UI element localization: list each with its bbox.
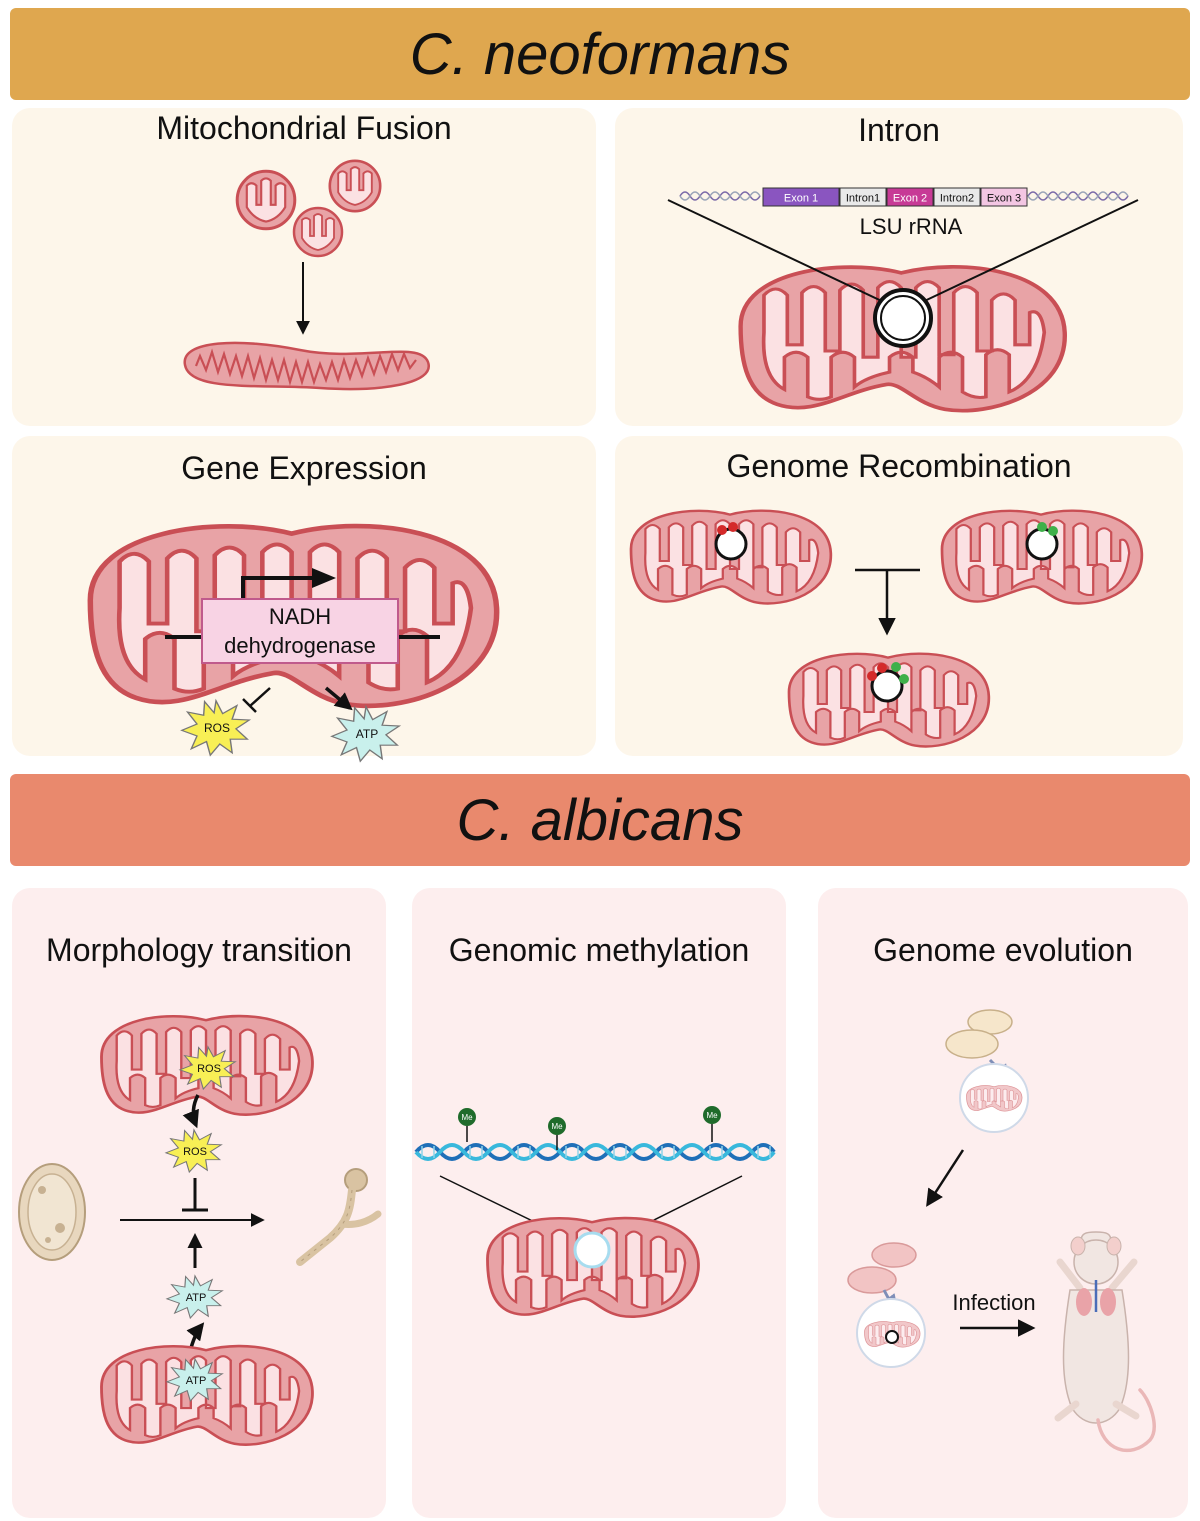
intron-illustration: Exon 1 Intron1 Exon 2 Intron2 Exon 3 LSU… [667, 187, 1139, 411]
nadh-dehydrogenase-box [201, 598, 399, 664]
methyl-tag-3: Me [703, 1106, 721, 1142]
svg-text:ROS: ROS [183, 1146, 207, 1158]
hyphal-cell-icon [296, 1168, 382, 1266]
panel-title: Gene Expression [181, 450, 427, 486]
green-marker [1037, 522, 1047, 532]
panel-title: Genome evolution [873, 932, 1133, 968]
activation-arrow [324, 686, 353, 711]
ros-release-arrow [182, 1094, 200, 1129]
intron-2-segment: Intron2 [933, 187, 981, 207]
banner-title: C. albicans [456, 787, 744, 853]
panel-genomic-methylation: Genomic methylation [412, 888, 786, 1518]
panel-title: Genome Recombination [726, 448, 1072, 484]
evolution-arrow [926, 1149, 965, 1207]
exon-1-segment: Exon 1 [762, 187, 840, 207]
svg-text:ROS: ROS [197, 1063, 221, 1075]
recombination-illustration [629, 509, 1144, 748]
svg-text:ATP: ATP [186, 1292, 207, 1304]
gene-box-line1: NADH [269, 604, 331, 629]
banner-c-albicans: C. albicans [10, 774, 1190, 866]
intron-1-segment: Intron1 [839, 187, 887, 207]
dna-strand-1 [414, 1143, 776, 1161]
panel-title: Intron [858, 112, 940, 148]
small-mitochondrion-3 [292, 206, 344, 258]
dna-strand-2 [414, 1143, 776, 1161]
mouse-icon [1054, 1231, 1156, 1452]
elongated-mitochondrion [183, 341, 430, 391]
infection-label: Infection [952, 1290, 1035, 1315]
exon-3-segment: Exon 3 [980, 187, 1028, 207]
panel-title: Genomic methylation [448, 932, 750, 968]
lsu-rrna-label: LSU rRNA [860, 214, 963, 239]
ros-label: ROS [204, 721, 230, 735]
gene-box-line2: dehydrogenase [224, 633, 376, 658]
fusion-illustration [183, 159, 430, 391]
methyl-tag-2: Me [548, 1117, 566, 1150]
methyl-tag-1: Me [458, 1108, 476, 1142]
exon-2-segment: Exon 2 [886, 187, 934, 207]
zoom-circle-mitochondrion [959, 1063, 1029, 1133]
banner-c-neoformans: C. neoformans [10, 8, 1190, 100]
zoom-line-right [915, 199, 1139, 306]
gene-expression-illustration: NADH dehydrogenase ROS ATP [90, 526, 496, 762]
svg-text:Exon 3: Exon 3 [987, 193, 1021, 205]
red-marker [717, 525, 727, 535]
svg-text:ATP: ATP [186, 1375, 207, 1387]
small-mitochondrion-2 [328, 159, 382, 213]
svg-text:Me: Me [706, 1111, 718, 1120]
panel-title: Mitochondrial Fusion [156, 110, 452, 146]
zoom-line-left [667, 199, 891, 306]
svg-text:Me: Me [461, 1113, 473, 1122]
atp-label: ATP [356, 727, 378, 741]
small-mitochondrion-1 [235, 169, 297, 231]
svg-text:Exon 1: Exon 1 [784, 193, 818, 205]
mtdna-circle [573, 1231, 611, 1269]
inhibition-line [249, 687, 271, 707]
svg-text:Me: Me [551, 1122, 563, 1131]
methylation-illustration: Me Me Me [414, 1106, 776, 1319]
transcription-arrow [241, 576, 325, 598]
banner-title: C. neoformans [409, 21, 791, 87]
zoom-circle-mitochondrion-evolved [856, 1298, 926, 1368]
morphology-illustration: ROS ROS ATP ATP [18, 1014, 382, 1447]
svg-text:Exon 2: Exon 2 [893, 193, 927, 205]
yeast-cell-icon [18, 1163, 86, 1261]
panel-title: Morphology transition [46, 932, 352, 968]
mtdna-circle [873, 288, 933, 348]
svg-text:Intron2: Intron2 [940, 193, 974, 205]
svg-text:Intron1: Intron1 [846, 193, 880, 205]
evolution-illustration: Infection [847, 1009, 1156, 1452]
